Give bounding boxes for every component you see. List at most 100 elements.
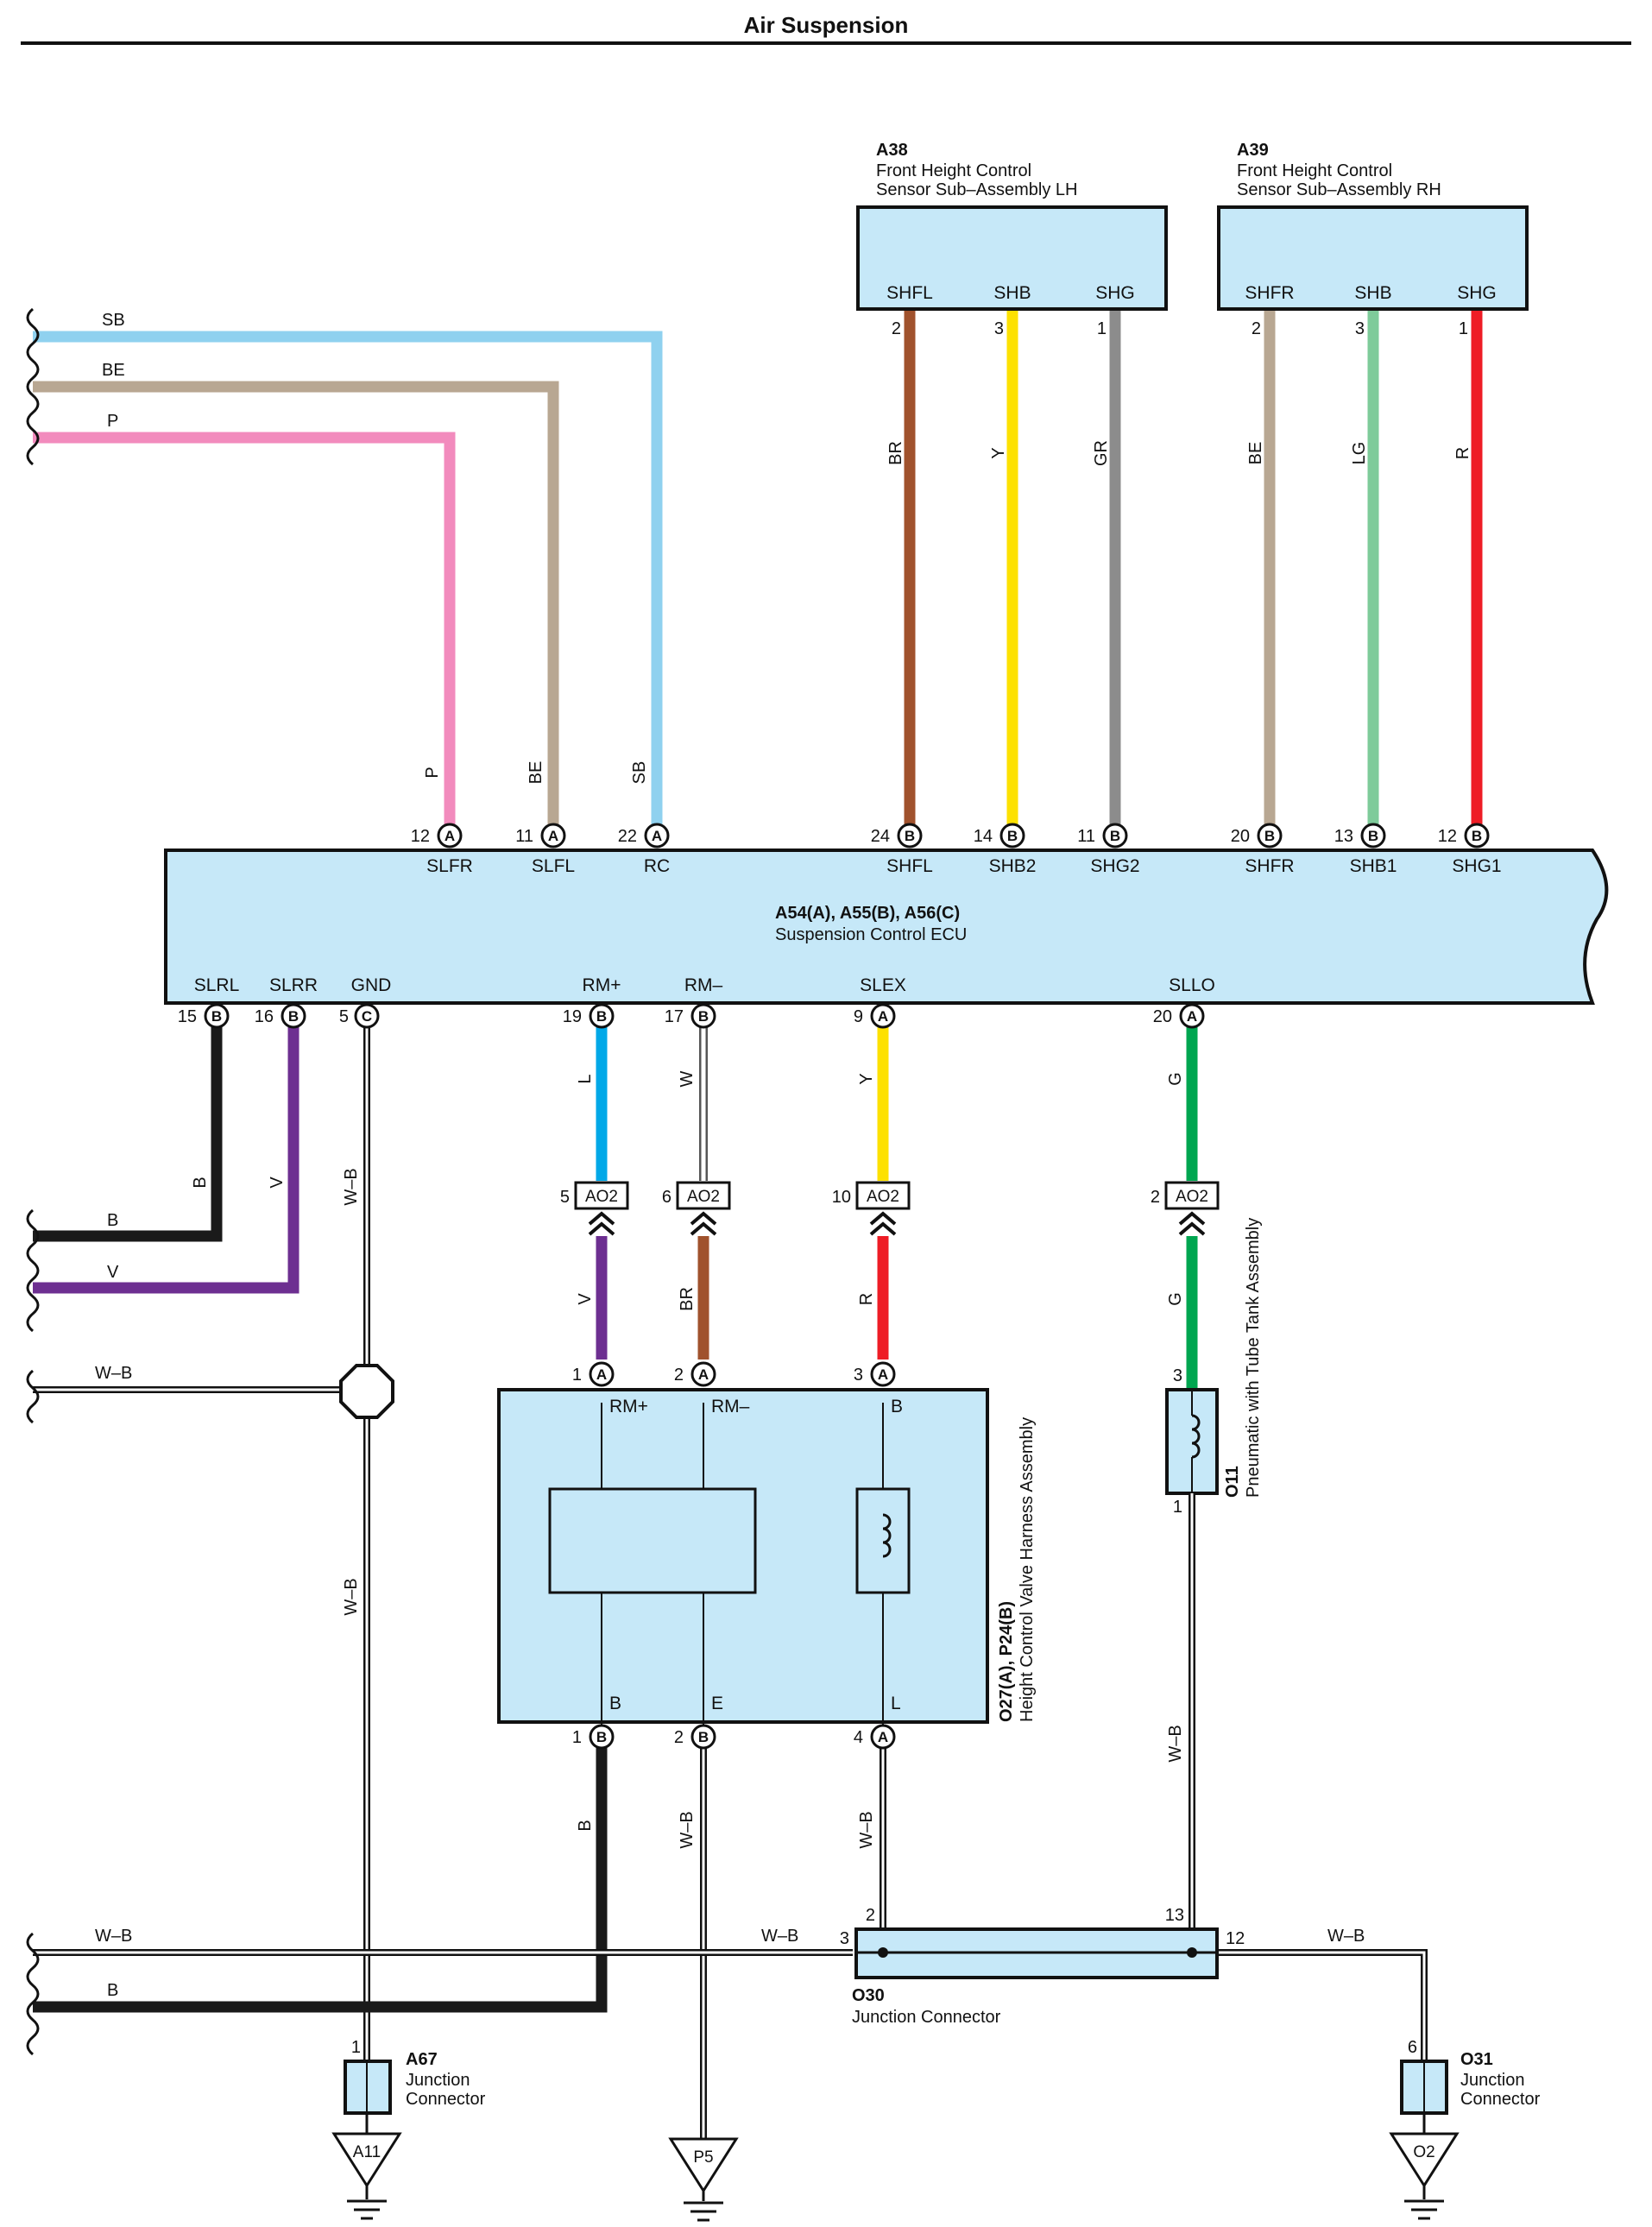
- ecu-top-pin: A 22 RC: [618, 823, 670, 876]
- svg-text:SHB1: SHB1: [1350, 856, 1397, 876]
- svg-text:B: B: [596, 1008, 607, 1025]
- sensor-lh-name-2: Sensor Sub–Assembly LH: [876, 180, 1077, 199]
- sensor-rh-pin-label: SHB: [1354, 283, 1391, 303]
- svg-text:12: 12: [1438, 827, 1457, 846]
- wire-label: BE: [102, 361, 125, 380]
- o31-name-1: Junction: [1460, 2071, 1525, 2090]
- svg-text:A: A: [652, 828, 662, 844]
- svg-text:B: B: [1472, 828, 1482, 844]
- ecu-bottom-pin: B 19 RM+: [563, 975, 621, 1029]
- sensor-lh-pin-num: 2: [892, 319, 901, 338]
- inline-connector-ao2: AO2 6: [662, 1181, 731, 1236]
- valve-top-pin: A 2: [674, 1361, 716, 1387]
- wire-be-left: [33, 381, 559, 836]
- valve-signal: RM+: [609, 1397, 648, 1416]
- wire-wb-o31: [1219, 1949, 1428, 2061]
- svg-text:9: 9: [854, 1007, 863, 1026]
- valve-top-pin: A 1: [572, 1361, 615, 1387]
- ecu-top-pin: B 13 SHB1: [1334, 823, 1397, 876]
- sensor-rh-code: A39: [1237, 141, 1269, 160]
- wire-label: V: [576, 1293, 595, 1305]
- svg-text:SLRL: SLRL: [194, 975, 240, 995]
- wire-label: W–B: [678, 1811, 697, 1848]
- svg-text:AO2: AO2: [1176, 1188, 1208, 1206]
- o30-code: O30: [852, 1986, 885, 2005]
- svg-text:RM–: RM–: [684, 975, 723, 995]
- wire-b-lower: [33, 1739, 608, 2013]
- svg-text:2: 2: [674, 1728, 684, 1747]
- wire-label: SB: [630, 761, 649, 785]
- o30-pin-num: 3: [840, 1929, 849, 1948]
- wire-label: W–B: [342, 1168, 361, 1205]
- ecu-code: A54(A), A55(B), A56(C): [775, 904, 960, 923]
- svg-text:13: 13: [1334, 827, 1353, 846]
- a67-code: A67: [406, 2050, 438, 2069]
- svg-text:B: B: [288, 1008, 299, 1025]
- ecu-bottom-pin: A 9 SLEX: [854, 975, 906, 1029]
- svg-text:24: 24: [871, 827, 890, 846]
- valve-signal: B: [891, 1397, 903, 1416]
- ecu-bottom-pin: B 15 SLRL: [178, 975, 240, 1029]
- valve-signal: L: [891, 1694, 901, 1713]
- wire-label: W–B: [761, 1927, 798, 1946]
- o31-code: O31: [1460, 2050, 1493, 2069]
- solenoid-coil-icon: [882, 1513, 892, 1558]
- wire-label: BR: [886, 441, 905, 465]
- svg-text:3: 3: [854, 1366, 863, 1385]
- ecu-top-pin: A 11 SLFL: [515, 823, 575, 876]
- sensor-lh-box: [856, 205, 1168, 311]
- valve-top-pin: A 3: [854, 1361, 896, 1387]
- sensor-rh-pin-num: 3: [1355, 319, 1365, 338]
- svg-text:A11: A11: [353, 2143, 381, 2161]
- valve-bottom-pin: A 4: [854, 1724, 896, 1750]
- sensor-lh-code: A38: [876, 141, 908, 160]
- ecu-bottom-pin: B 17 RM–: [665, 975, 723, 1029]
- wire-v-slrr: [33, 1019, 300, 1294]
- wire-label: Y: [857, 1073, 876, 1084]
- sensor-rh-pin-num: 1: [1459, 319, 1468, 338]
- svg-text:A: A: [548, 828, 558, 844]
- wire-label: Y: [989, 447, 1008, 458]
- svg-text:SHFL: SHFL: [886, 856, 933, 876]
- svg-text:SLEX: SLEX: [860, 975, 906, 995]
- wire-label: BE: [1246, 442, 1265, 465]
- wire-label: P: [107, 412, 118, 431]
- a67-name-2: Connector: [406, 2090, 486, 2109]
- valve-code: O27(A), P24(B): [997, 1601, 1016, 1722]
- svg-text:GND: GND: [351, 975, 392, 995]
- wire-break-mark: [26, 307, 40, 2056]
- valve-signal: B: [609, 1694, 621, 1713]
- wire-label: W–B: [857, 1811, 876, 1848]
- wire-label: W–B: [95, 1927, 132, 1946]
- wire-label: B: [191, 1177, 210, 1188]
- svg-text:SHB2: SHB2: [989, 856, 1037, 876]
- svg-text:A: A: [878, 1729, 888, 1745]
- o11-name: Pneumatic with Tube Tank Assembly: [1244, 1218, 1263, 1498]
- wire-label: W–B: [95, 1364, 132, 1383]
- wire-label: B: [107, 1211, 118, 1230]
- svg-text:6: 6: [662, 1188, 672, 1207]
- svg-text:A: A: [596, 1366, 607, 1383]
- ecu-top-pin: B 11 SHG2: [1077, 823, 1140, 876]
- wire-label: V: [107, 1263, 119, 1282]
- svg-text:AO2: AO2: [867, 1188, 899, 1206]
- wire-label: BE: [526, 761, 545, 785]
- svg-text:SHG1: SHG1: [1452, 856, 1501, 876]
- wire-sb: [33, 331, 663, 836]
- solenoid-block: [855, 1487, 911, 1594]
- valve-signal: RM–: [711, 1397, 750, 1416]
- o30-junction-dot: [878, 1947, 888, 1958]
- svg-text:B: B: [698, 1729, 709, 1745]
- svg-text:P5: P5: [693, 2148, 713, 2167]
- svg-text:B: B: [1264, 828, 1275, 844]
- wire-label: B: [576, 1820, 595, 1831]
- o11-pin-num: 3: [1173, 1366, 1182, 1385]
- sensor-rh-pin-label: SHFR: [1245, 283, 1294, 303]
- svg-text:B: B: [211, 1008, 222, 1025]
- sensor-rh: A39 Front Height Control Sensor Sub–Asse…: [1217, 141, 1529, 338]
- sensor-lh-pin-num: 3: [994, 319, 1004, 338]
- wire-b-slrl: [33, 1019, 223, 1242]
- wire-label: GR: [1092, 440, 1111, 466]
- sensor-lh-name-1: Front Height Control: [876, 161, 1031, 180]
- sensor-lh-pin-label: SHG: [1095, 283, 1135, 303]
